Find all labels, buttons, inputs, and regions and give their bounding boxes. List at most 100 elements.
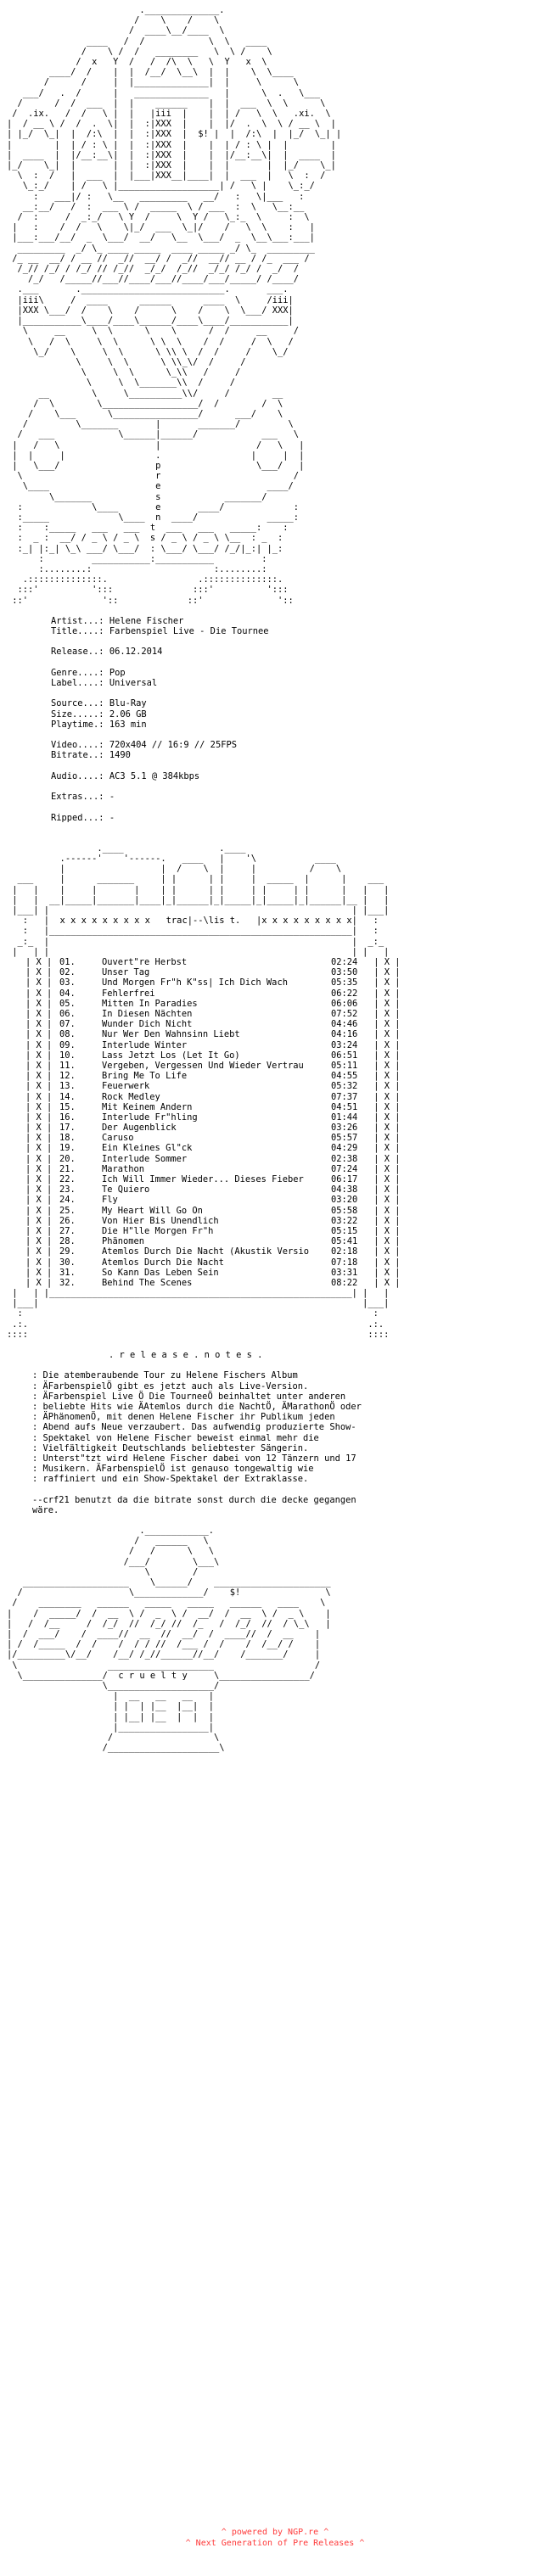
release-info-row: Extras...: - <box>51 792 543 802</box>
track-border: | X | <box>368 1050 401 1061</box>
track-time: 06:51 <box>331 1050 358 1061</box>
track-time: 04:46 <box>331 1019 358 1030</box>
release-info-row: Release..: 06.12.2014 <box>51 647 543 657</box>
release-notes-line: : ÄPhänomenÖ, mit denen Helene Fischer i… <box>32 1412 335 1423</box>
track-time: 06:22 <box>331 988 358 999</box>
spacer <box>7 833 543 843</box>
track-num: 26. <box>59 1215 76 1226</box>
release-info-row: Ripped...: - <box>51 813 543 823</box>
release-notes-text: Unterst"tzt wird Helene Fischer dabei vo… <box>42 1453 356 1464</box>
release-info-row <box>51 761 543 771</box>
track-border: | X | <box>25 1143 53 1154</box>
track-border: | X | <box>368 1143 401 1154</box>
track-title: Fehlerfrei <box>102 988 155 999</box>
track-border: | X | <box>368 1184 401 1196</box>
release-notes-text: Spektakel von Helene Fischer beweist ein… <box>42 1432 319 1443</box>
track-num: 17. <box>59 1123 76 1134</box>
track-title: Behind The Scenes <box>102 1277 193 1288</box>
track-time: 07:24 <box>331 1163 358 1174</box>
track-border: | X | <box>368 1195 401 1206</box>
release-info-label: Size.....: <box>51 708 104 720</box>
track-row: | X |03.Und Morgen Fr"h K"ss| Ich Dich W… <box>25 977 543 988</box>
track-border: | X | <box>25 1225 53 1236</box>
track-time: 06:06 <box>331 998 358 1009</box>
release-info-label: Ripped...: <box>51 812 104 823</box>
track-row: | X |10.Lass Jetzt Los (Let It Go)06:51 … <box>25 1050 543 1061</box>
tracklist-footer-art: | | |___________________________________… <box>7 1288 390 1340</box>
spacer <box>32 1360 508 1370</box>
track-border: | X | <box>368 1153 401 1164</box>
spacer <box>7 1515 543 1526</box>
track-border: | X | <box>368 1060 401 1071</box>
release-notes-text: Abend aufs Neue verzaubert. Das aufwendi… <box>42 1422 356 1433</box>
track-num: 03. <box>59 977 76 988</box>
release-notes-text: Vielfältigkeit Deutschlands beliebtester… <box>42 1442 309 1453</box>
track-time: 08:22 <box>331 1277 358 1288</box>
track-border: | X | <box>25 1174 53 1185</box>
release-info-row <box>51 802 543 812</box>
release-info-label: Playtime.: <box>51 719 104 730</box>
track-time: 05:32 <box>331 1081 358 1092</box>
track-num: 14. <box>59 1091 76 1102</box>
track-row: | X |22.Ich Will Immer Wieder... Dieses … <box>25 1174 543 1184</box>
track-border: | X | <box>25 1267 53 1278</box>
release-info-value: - <box>109 812 115 823</box>
release-info-row <box>51 658 543 668</box>
track-num: 08. <box>59 1029 76 1040</box>
track-border: | X | <box>368 1133 401 1144</box>
track-time: 04:29 <box>331 1143 358 1154</box>
track-title: So Kann Das Leben Sein <box>102 1267 219 1278</box>
track-border: | X | <box>25 1257 53 1268</box>
track-border: | X | <box>368 998 401 1009</box>
release-info-value: Blu-Ray <box>109 698 147 709</box>
track-num: 02. <box>59 967 76 978</box>
track-title: Mit Keinem Andern <box>102 1101 193 1112</box>
track-border: | X | <box>25 1163 53 1174</box>
track-num: 25. <box>59 1205 76 1216</box>
release-info-row: Bitrate..: 1490 <box>51 750 543 760</box>
track-border: | X | <box>25 1081 53 1092</box>
release-notes-line: : raffiniert und ein Show-Spektakel der … <box>32 1474 309 1485</box>
track-border: | X | <box>25 1039 53 1050</box>
release-notes-line: : Abend aufs Neue verzaubert. Das aufwen… <box>32 1422 356 1433</box>
track-border: | X | <box>25 1009 53 1020</box>
release-info-row: Artist...: Helene Fischer <box>51 616 543 626</box>
track-border: | X | <box>368 1081 401 1092</box>
release-info-value: 163 min <box>109 719 147 730</box>
nfo-document: .______________. / \ / \ / ____\__/____ … <box>7 5 543 1753</box>
track-title: Rock Medley <box>102 1091 160 1102</box>
track-time: 02:38 <box>331 1153 358 1164</box>
spacer <box>7 1340 543 1350</box>
release-info-value: 1490 <box>109 750 131 761</box>
release-info-label: Extras...: <box>51 792 104 803</box>
release-info-value: Universal <box>109 678 158 688</box>
track-border: | X | <box>368 957 401 968</box>
track-border: | X | <box>368 1019 401 1030</box>
track-time: 05:35 <box>331 977 358 988</box>
release-info-value: 2.06 GB <box>109 708 147 720</box>
track-title: Marathon <box>102 1163 145 1174</box>
track-border: | X | <box>368 1112 401 1123</box>
release-notes-line: : Musikern. ÄFarbenspielÖ ist genauso to… <box>32 1464 314 1475</box>
release-notes-title: . r e l e a s e . n o t e s . <box>109 1350 263 1361</box>
release-notes-text: Musikern. ÄFarbenspielÖ ist genauso tong… <box>42 1464 314 1475</box>
release-info-label: Bitrate..: <box>51 750 104 761</box>
track-title: Unser Tag <box>102 967 150 978</box>
release-info-value: Pop <box>109 667 126 678</box>
track-time: 07:37 <box>331 1091 358 1102</box>
spacer <box>7 606 543 616</box>
track-num: 15. <box>59 1101 76 1112</box>
track-border: | X | <box>368 977 401 988</box>
track-num: 10. <box>59 1050 76 1061</box>
release-info-row: Video....: 720x404 // 16:9 // 25FPS <box>51 740 543 750</box>
